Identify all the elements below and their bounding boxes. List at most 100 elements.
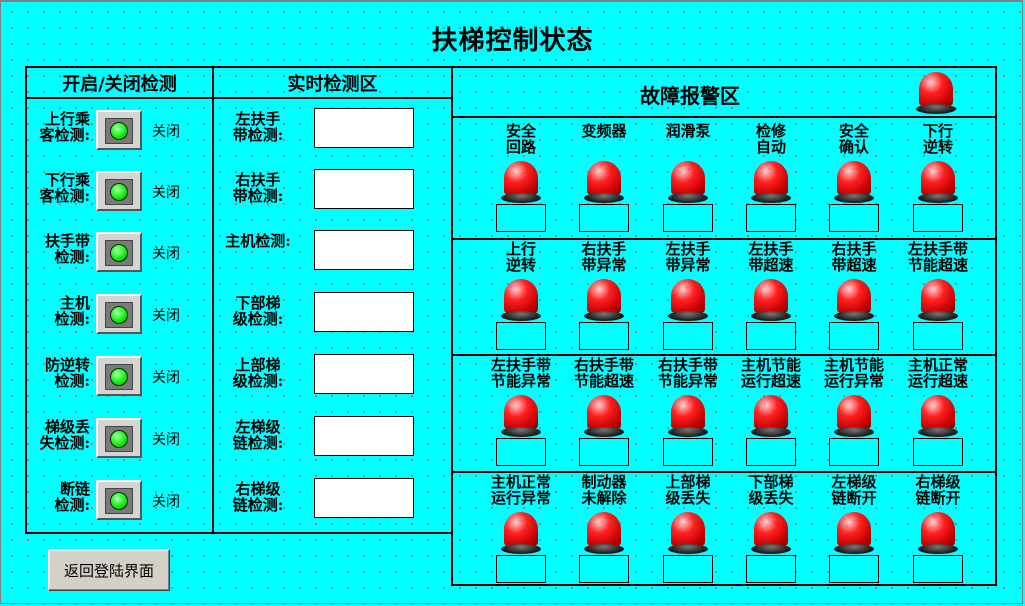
fault-status-box — [663, 322, 713, 350]
fault-status-box — [829, 438, 879, 466]
realtime-label: 左梯级 链检测: — [232, 418, 284, 452]
realtime-label: 上部梯 级检测: — [232, 356, 284, 390]
fault-label: 上部梯 级丢失 — [665, 473, 711, 507]
realtime-value-field — [314, 108, 414, 148]
fault-row-line-3 — [451, 471, 997, 473]
fault-label: 右扶手带 节能超速 — [573, 356, 634, 390]
detection-divider — [212, 66, 214, 532]
alarm-lamp-icon — [501, 512, 541, 556]
fault-label: 主机正常 运行异常 — [490, 473, 551, 507]
realtime-value-field — [314, 230, 414, 270]
realtime-header: 实时检测区 — [287, 74, 378, 95]
alarm-lamp-icon — [501, 395, 541, 439]
fault-label: 左扶手带 节能超速 — [907, 240, 968, 274]
fault-status-box — [579, 322, 629, 350]
onoff-toggle-button[interactable] — [96, 171, 142, 211]
realtime-label: 下部梯 级检测: — [232, 294, 284, 328]
fault-status-box — [663, 204, 713, 232]
fault-label: 主机正常 运行超速 — [907, 356, 968, 390]
alarm-lamp-icon — [501, 279, 541, 323]
realtime-label: 右梯级 链检测: — [232, 480, 284, 514]
fault-status-box — [663, 555, 713, 583]
onoff-toggle-button[interactable] — [96, 294, 142, 334]
fault-status-box — [913, 555, 963, 583]
alarm-lamp-icon — [668, 161, 708, 205]
fault-panel — [451, 66, 997, 586]
onoff-label: 梯级丢 失检测: — [39, 418, 90, 452]
master-alarm-lamp-icon — [916, 72, 956, 116]
alarm-lamp-icon — [668, 395, 708, 439]
fault-label: 安全 回路 — [505, 122, 536, 156]
realtime-label: 右扶手 带检测: — [232, 171, 284, 205]
fault-status-box — [829, 322, 879, 350]
onoff-toggle-button[interactable] — [96, 356, 142, 396]
alarm-lamp-icon — [834, 395, 874, 439]
onoff-state: 关闭 — [152, 308, 180, 324]
green-led-icon — [110, 430, 128, 448]
fault-label: 左扶手 带异常 — [665, 240, 711, 274]
realtime-value-field — [314, 169, 414, 209]
fault-row-line-2 — [451, 354, 997, 356]
onoff-state: 关闭 — [152, 432, 180, 448]
alarm-lamp-icon — [584, 161, 624, 205]
fault-status-box — [496, 322, 546, 350]
fault-label: 下行 逆转 — [922, 122, 953, 156]
fault-status-box — [913, 438, 963, 466]
fault-label: 左梯级 链断开 — [831, 473, 877, 507]
fault-status-box — [746, 322, 796, 350]
onoff-label: 防逆转 检测: — [44, 356, 90, 390]
back-to-login-button[interactable]: 返回登陆界面 — [48, 549, 170, 591]
onoff-state: 关闭 — [152, 124, 180, 140]
onoff-state: 关闭 — [152, 185, 180, 201]
onoff-header: 开启/关闭检测 — [62, 74, 177, 95]
fault-label: 检修 自动 — [755, 122, 786, 156]
fault-label: 下部梯 级丢失 — [748, 473, 794, 507]
onoff-toggle-button[interactable] — [96, 232, 142, 272]
fault-label: 主机节能 运行超速 — [740, 356, 801, 390]
alarm-lamp-icon — [834, 161, 874, 205]
detection-header-line — [25, 97, 453, 99]
onoff-label: 断链 检测: — [54, 480, 90, 514]
alarm-lamp-icon — [918, 512, 958, 556]
alarm-lamp-icon — [918, 395, 958, 439]
alarm-lamp-icon — [584, 395, 624, 439]
alarm-lamp-icon — [668, 279, 708, 323]
fault-status-box — [746, 438, 796, 466]
realtime-label: 主机检测: — [225, 232, 291, 250]
alarm-lamp-icon — [584, 279, 624, 323]
onoff-toggle-button[interactable] — [96, 110, 142, 150]
alarm-lamp-icon — [834, 512, 874, 556]
fault-status-box — [913, 204, 963, 232]
fault-header: 故障报警区 — [640, 84, 740, 108]
fault-label: 左扶手 带超速 — [748, 240, 794, 274]
fault-label: 变频器 — [581, 122, 627, 140]
green-led-icon — [110, 306, 128, 324]
realtime-value-field — [314, 478, 414, 518]
onoff-toggle-button[interactable] — [96, 418, 142, 458]
fault-status-box — [579, 555, 629, 583]
alarm-lamp-icon — [668, 512, 708, 556]
onoff-label: 主机 检测: — [54, 294, 90, 328]
alarm-lamp-icon — [834, 279, 874, 323]
onoff-label: 下行乘 客检测: — [39, 171, 90, 205]
realtime-value-field — [314, 292, 414, 332]
fault-label: 制动器 未解除 — [581, 473, 627, 507]
onoff-toggle-button[interactable] — [96, 480, 142, 520]
fault-label: 安全 确认 — [838, 122, 869, 156]
fault-status-box — [496, 438, 546, 466]
realtime-value-field — [314, 416, 414, 456]
green-led-icon — [110, 368, 128, 386]
fault-status-box — [913, 322, 963, 350]
alarm-lamp-icon — [918, 279, 958, 323]
green-led-icon — [110, 244, 128, 262]
fault-row-line-1 — [451, 238, 997, 240]
fault-status-box — [496, 555, 546, 583]
fault-label: 右扶手 带超速 — [831, 240, 877, 274]
onoff-state: 关闭 — [152, 370, 180, 386]
alarm-lamp-icon — [501, 161, 541, 205]
fault-label: 右扶手 带异常 — [581, 240, 627, 274]
fault-label: 主机节能 运行异常 — [823, 356, 884, 390]
fault-label: 右扶手带 节能异常 — [657, 356, 718, 390]
alarm-lamp-icon — [751, 395, 791, 439]
